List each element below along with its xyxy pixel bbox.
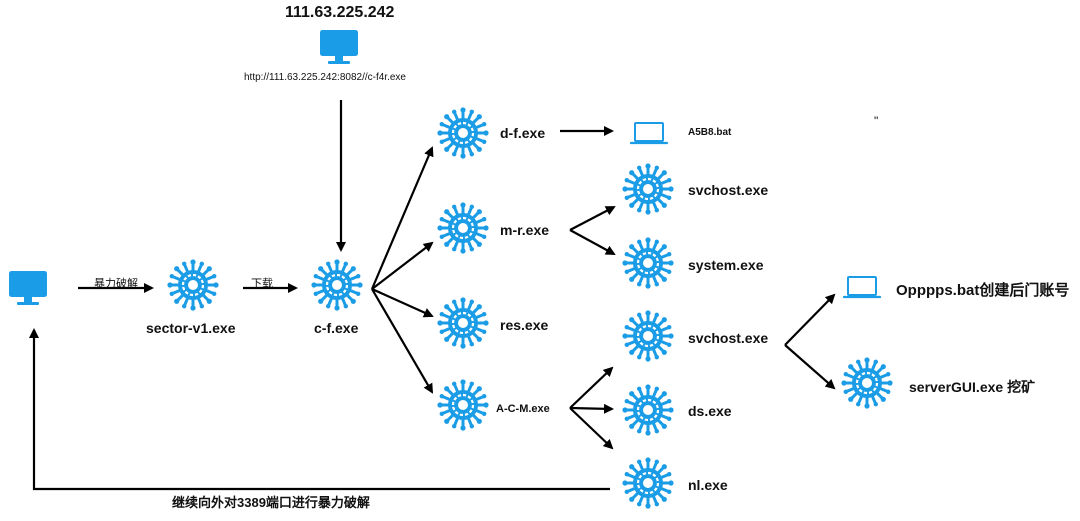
node-label-system: system.exe [688,257,764,273]
virus-icon-sector [165,257,221,313]
virus-icon-df [435,105,491,161]
arrow-acm-to-ds [569,403,614,414]
arrow-mr-to-system [569,229,616,255]
laptop-icon-opppps [842,275,882,299]
node-label-a5b8: A5B8.bat [688,127,732,138]
node-label-df: d-f.exe [500,125,546,141]
server-ip: 111.63.225.242 [285,4,395,21]
virus-icon-cf [309,257,365,313]
arrow-cf-to-mr [371,241,434,290]
arrow-cf-to-df [370,146,434,290]
server-url: http://111.63.225.242:8082//c-f4r.exe [244,72,406,83]
arrow-cf-to-res [371,287,434,318]
node-label-mr: m-r.exe [500,222,550,238]
attacker-monitor-icon [9,271,47,305]
laptop-icon-a5b8 [629,121,669,145]
stray-quote-mark: " [874,114,879,128]
edge-label-bruteforce: 暴力破解 [94,278,138,290]
arrow-svchost2-to-opppps [784,293,836,346]
virus-icon-system [620,235,676,291]
node-label-cf: c-f.exe [314,320,359,336]
arrow-nl-loop-back [29,328,610,491]
edge-label-download: 下载 [251,278,273,290]
virus-icon-acm [435,377,491,433]
virus-icon-nl [620,455,676,511]
node-label-svchost1: svchost.exe [688,182,769,198]
arrow-acm-to-svchost2 [569,366,614,409]
node-label-ds: ds.exe [688,403,732,419]
node-label-nl: nl.exe [688,477,728,493]
virus-icon-servergui [839,355,895,411]
arrow-acm-to-nl [569,407,614,450]
arrow-svchost2-to-servergui [784,344,836,390]
server-monitor-icon [320,30,358,64]
arrow-cf-to-acm [371,288,434,394]
arrow-mr-to-svchost1 [569,206,616,231]
virus-icon-svchost1 [620,161,676,217]
virus-icon-svchost2 [620,308,676,364]
node-label-servergui: serverGUI.exe 挖矿 [909,379,1036,395]
edge-label-loop: 继续向外对3389端口进行暴力破解 [172,495,370,510]
virus-icon-mr [435,200,491,256]
node-label-res: res.exe [500,317,549,333]
node-label-svchost2: svchost.exe [688,330,769,346]
virus-icon-ds [620,382,676,438]
node-label-sector: sector-v1.exe [146,320,236,336]
virus-icon-res [435,295,491,351]
node-label-opppps: Opppps.bat创建后门账号 [896,282,1070,299]
node-label-acm: A-C-M.exe [496,403,550,415]
